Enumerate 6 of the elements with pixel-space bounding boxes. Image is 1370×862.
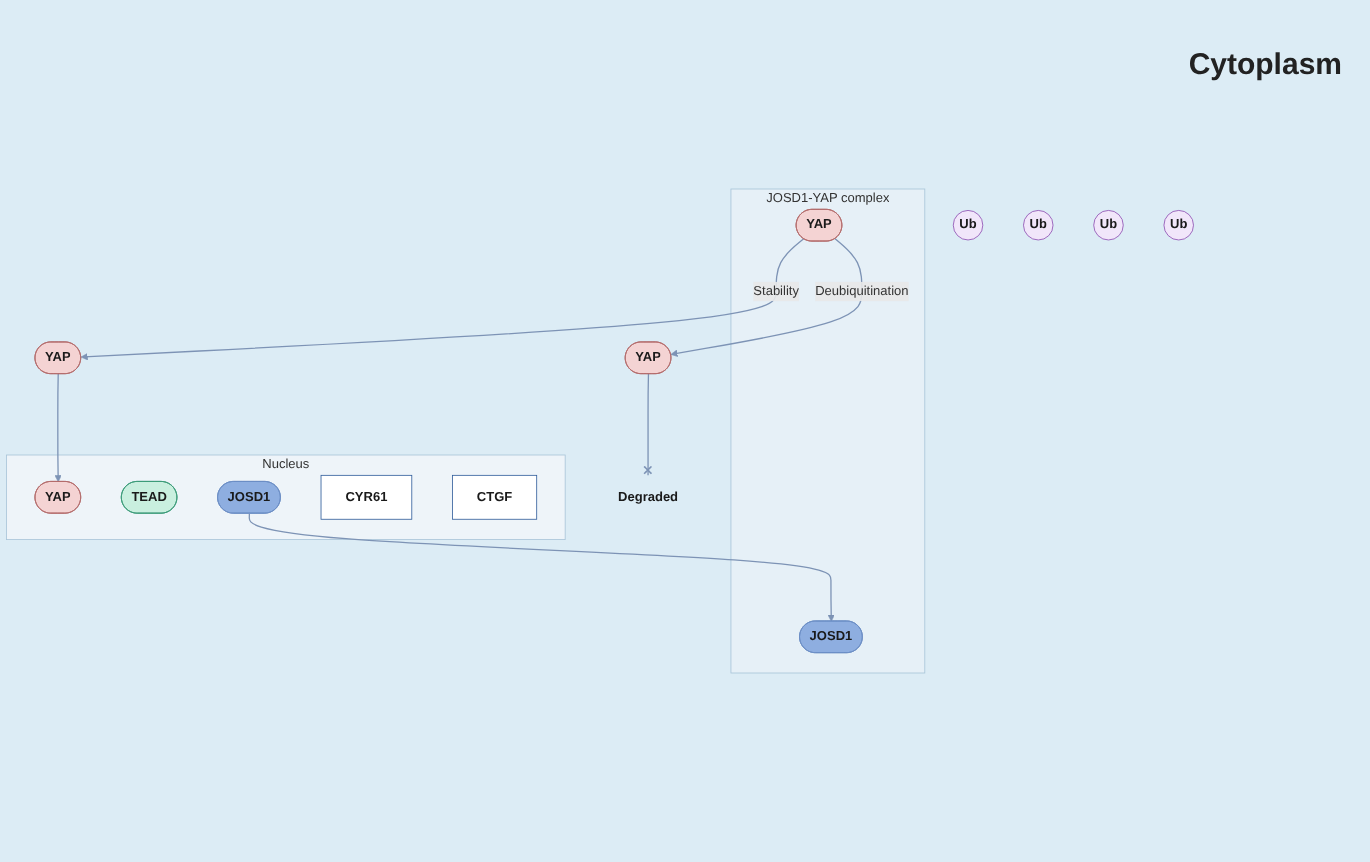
arrow [54,373,62,483]
arrow [670,238,863,357]
region-label: Cytoplasm [1188,48,1342,82]
arrow [80,238,805,361]
connector [643,373,653,476]
arrow [248,512,835,622]
